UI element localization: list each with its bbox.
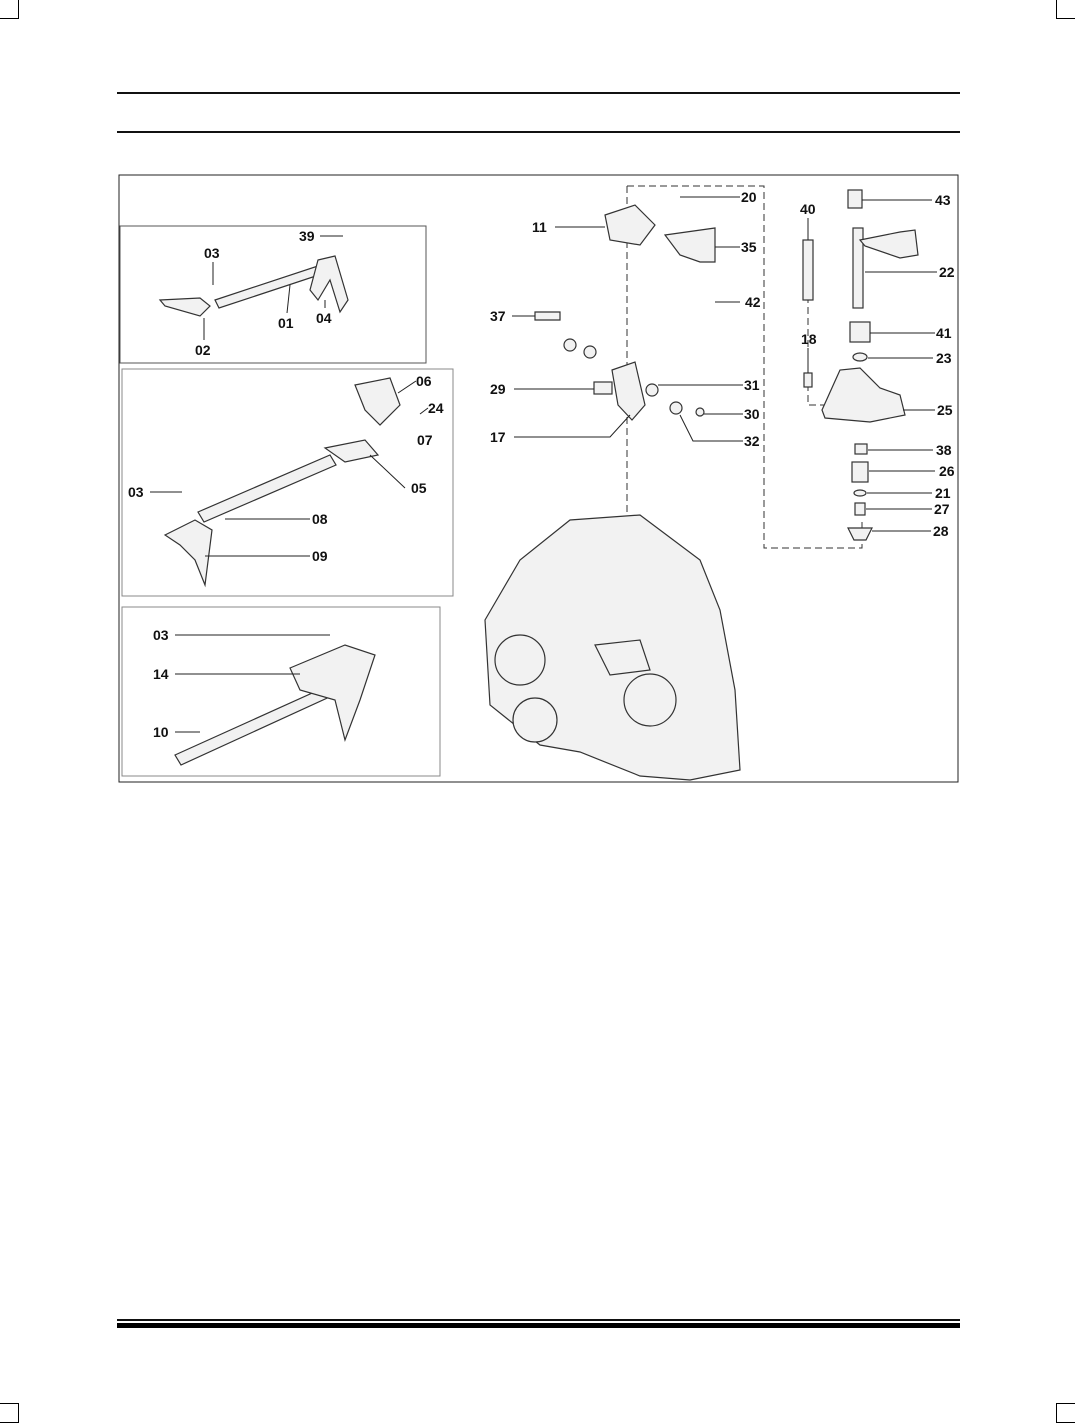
callout-17: 17 bbox=[490, 429, 506, 445]
callout-01: 01 bbox=[278, 315, 294, 331]
shift-rail-10 bbox=[174, 644, 376, 766]
callout-37: 37 bbox=[490, 308, 506, 324]
callout-09: 09 bbox=[312, 548, 328, 564]
callout-41: 41 bbox=[936, 325, 952, 341]
callout-23: 23 bbox=[936, 350, 952, 366]
callout-29: 29 bbox=[490, 381, 506, 397]
callout-38: 38 bbox=[936, 442, 952, 458]
dashed-assembly-line bbox=[807, 296, 830, 406]
callout-22: 22 bbox=[939, 264, 955, 280]
callout-03: 03 bbox=[204, 245, 220, 261]
callout-leaders-right bbox=[866, 357, 935, 532]
callout-28: 28 bbox=[933, 523, 949, 539]
selector-parts bbox=[534, 204, 716, 421]
callout-39: 39 bbox=[299, 228, 315, 244]
callout-14: 14 bbox=[153, 666, 169, 682]
callout-03: 03 bbox=[128, 484, 144, 500]
callout-40: 40 bbox=[800, 201, 816, 217]
subassembly-box-3 bbox=[121, 606, 441, 777]
callout-05: 05 bbox=[411, 480, 427, 496]
transmission-case bbox=[484, 514, 741, 781]
callout-42: 42 bbox=[745, 294, 761, 310]
header-rule-top bbox=[117, 92, 960, 94]
footer-rule-thin bbox=[117, 1319, 960, 1321]
callout-25: 25 bbox=[937, 402, 953, 418]
leader-lines bbox=[150, 196, 937, 733]
callout-03: 03 bbox=[153, 627, 169, 643]
callout-18: 18 bbox=[801, 331, 817, 347]
callout-08: 08 bbox=[312, 511, 328, 527]
callout-31: 31 bbox=[744, 377, 760, 393]
callout-30: 30 bbox=[744, 406, 760, 422]
callout-11: 11 bbox=[532, 219, 547, 235]
callout-43: 43 bbox=[935, 192, 951, 208]
crop-mark-top-left bbox=[0, 0, 19, 19]
footer-rule-thick bbox=[117, 1323, 960, 1328]
callout-27: 27 bbox=[934, 501, 950, 517]
callout-24: 24 bbox=[428, 400, 444, 416]
shift-rail-01 bbox=[158, 255, 349, 317]
callout-26: 26 bbox=[939, 463, 955, 479]
callout-32: 32 bbox=[744, 433, 760, 449]
shift-lever-parts bbox=[802, 189, 919, 541]
subassembly-box-2 bbox=[121, 368, 454, 597]
callout-04: 04 bbox=[316, 310, 332, 326]
crop-mark-top-right bbox=[1056, 0, 1075, 19]
callout-21: 21 bbox=[935, 485, 951, 501]
callout-20: 20 bbox=[741, 189, 757, 205]
subassembly-box-1 bbox=[119, 225, 427, 364]
callout-10: 10 bbox=[153, 724, 169, 740]
callout-35: 35 bbox=[741, 239, 757, 255]
callout-02: 02 bbox=[195, 342, 211, 358]
callout-06: 06 bbox=[416, 373, 432, 389]
callout-07: 07 bbox=[417, 432, 433, 448]
header-rule-bottom bbox=[117, 131, 960, 133]
shift-rail-08 bbox=[163, 377, 401, 588]
